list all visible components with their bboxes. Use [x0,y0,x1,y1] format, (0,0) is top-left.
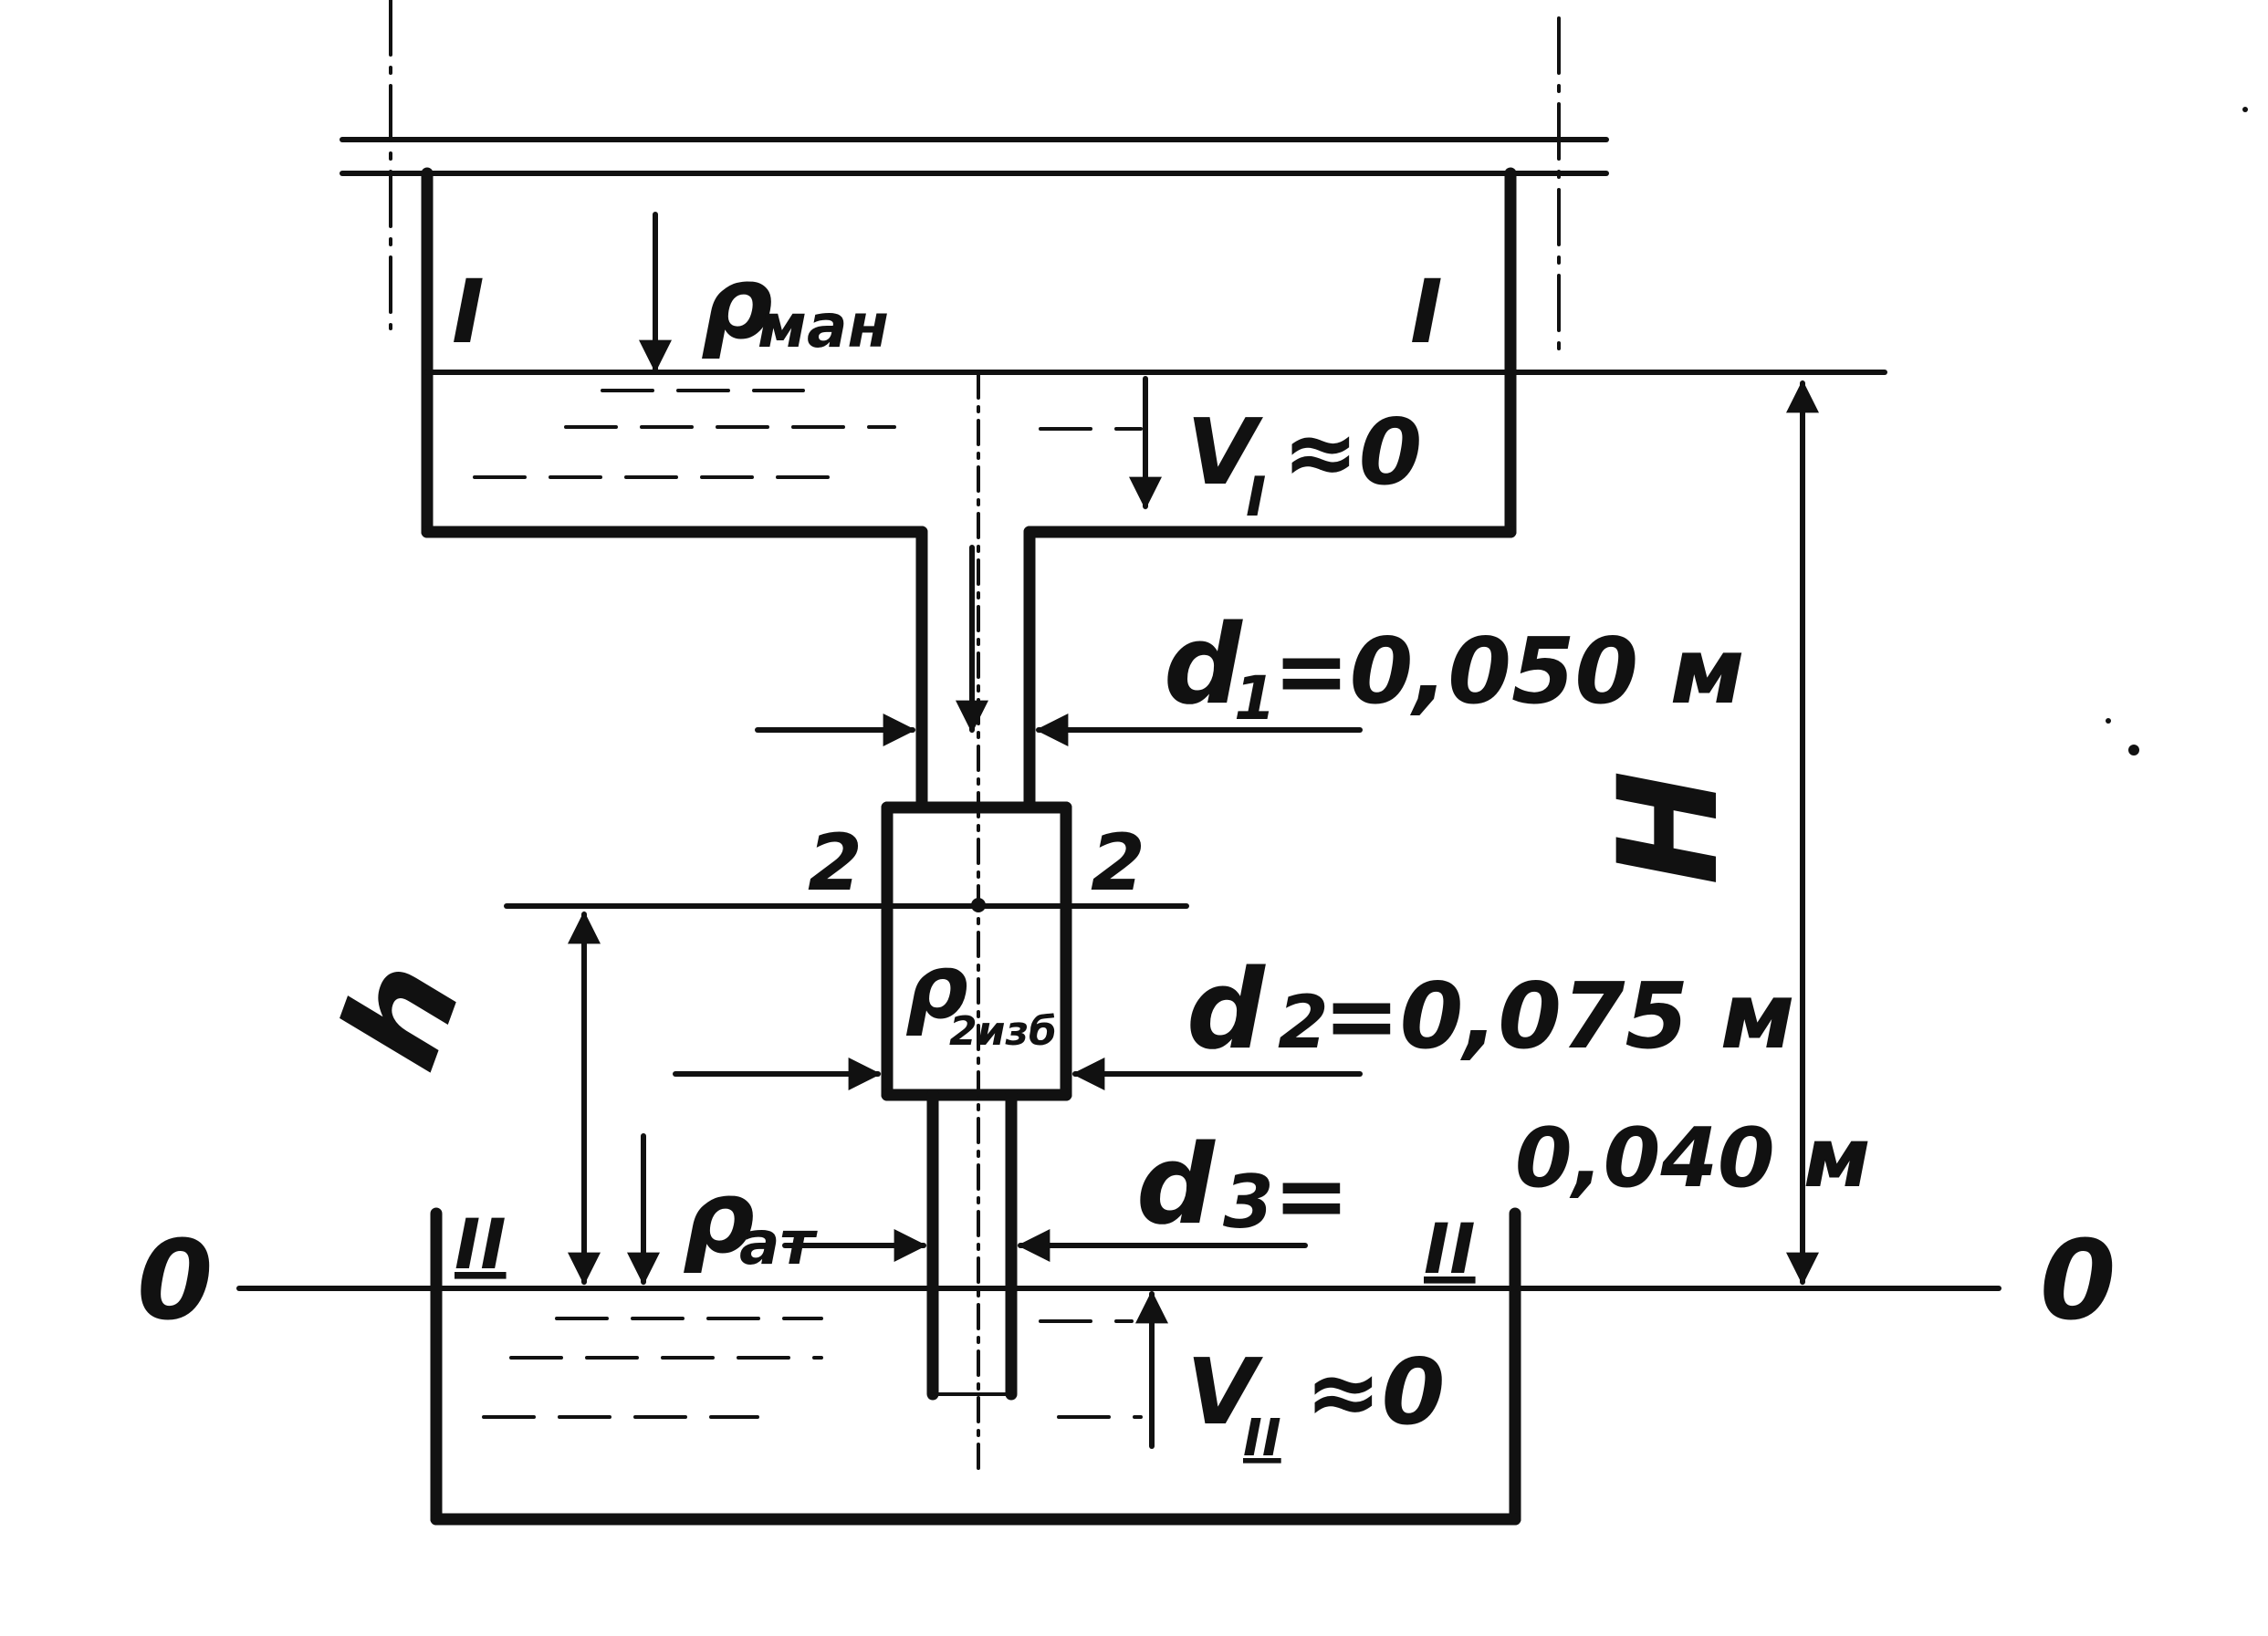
scan-speck [2128,745,2139,755]
height-H-label: H [1590,770,1749,885]
d2-subscript: 2 [1278,980,1329,1065]
pipe-d3 [926,1089,1018,1401]
scan-speck [2106,718,2111,724]
section-I-left-label: I [452,261,485,363]
p-man-subscript: ман [758,291,889,361]
section-2-left-label: 2 [808,818,862,909]
p-2-symbol: ρ [905,936,968,1038]
d3-value: 0,040 м [1515,1110,1871,1206]
lower-tank [430,1207,1521,1526]
d1-value: =0,050 м [1273,618,1745,724]
v-II-value: ≈0 [1305,1339,1445,1445]
p-at-symbol: ρ [683,1159,755,1276]
upper-tank [340,0,1887,538]
d3-symbol: d [1136,1122,1216,1249]
v-II-subscript: II [1243,1409,1281,1468]
d1-subscript: 1 [1234,663,1276,734]
scan-speck [2242,107,2248,112]
datum-left-label: 0 [137,1218,214,1345]
p-man-symbol: ρ [701,245,773,361]
height-h-label: h [310,942,493,1088]
pipe-d2-chamber [881,801,1072,1101]
p-2-subscript: 2изб [949,1008,1057,1055]
d3-equals: = [1273,1142,1350,1249]
section-II-left-label: II [455,1204,507,1285]
d3-subscript: 3 [1223,1160,1274,1245]
v-I-value: ≈0 [1282,399,1422,505]
v-I-subscript: I [1246,465,1266,529]
v-I-symbol: V [1186,399,1263,505]
section-I-right-label: I [1410,261,1443,363]
d2-symbol: d [1186,947,1266,1074]
d2-value: =0,075 м [1323,963,1795,1069]
section-2-right-label: 2 [1091,818,1145,909]
datum-right-label: 0 [2040,1218,2116,1345]
v-II-symbol: V [1186,1339,1263,1445]
d1-symbol: d [1164,602,1243,729]
p-at-subscript: ат [739,1208,819,1278]
section-II-right-label: II [1424,1208,1476,1289]
pipe-d1 [915,526,1036,814]
